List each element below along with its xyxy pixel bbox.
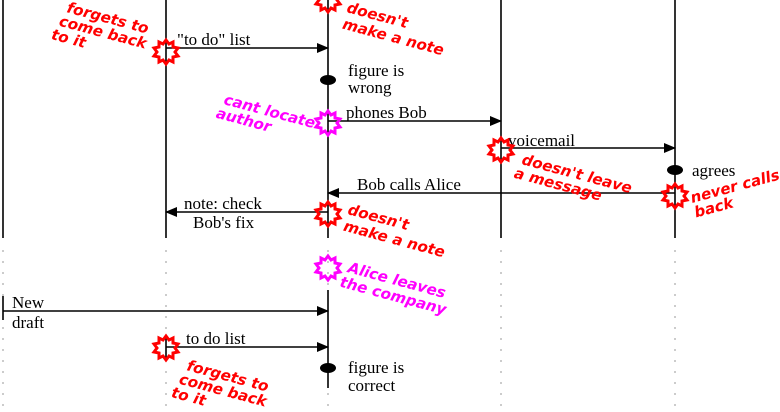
label-new-draft-2: draft <box>12 313 44 332</box>
anno-forgets: forgets to come back to it <box>49 0 150 53</box>
label-bob-calls-alice: Bob calls Alice <box>357 175 461 194</box>
label-note-check-2: Bob's fix <box>193 213 255 232</box>
label-agrees: agrees <box>692 161 735 180</box>
anno-doesnt-leave: doesn't leave a message <box>512 150 634 204</box>
anno-forgets-bottom: forgets to come back to it <box>169 356 270 410</box>
anno-alice-leaves: Alice leaves the company <box>338 258 449 319</box>
label-figure-wrong-2: wrong <box>348 78 392 97</box>
starburst-alice-leaves <box>314 254 342 282</box>
event-figure-correct <box>320 363 336 373</box>
label-voicemail: voicemail <box>508 131 575 150</box>
event-agrees <box>667 165 683 175</box>
label-note-check-1: note: check <box>184 194 262 213</box>
anno-cant-locate: cant locate author <box>214 90 317 136</box>
label-figure-wrong-1: figure is <box>348 61 404 80</box>
anno-top-doesnt: doesn't make a note <box>341 0 446 59</box>
label-phones-bob: phones Bob <box>346 103 427 122</box>
label-new-draft-1: New <box>12 293 45 312</box>
label-todo-list: to do list <box>186 329 246 348</box>
event-figure-wrong <box>320 75 336 85</box>
anno-doesnt-note: doesn't make a note <box>342 200 447 261</box>
label-figure-correct-1: figure is <box>348 358 404 377</box>
label-todo-quoted: "to do" list <box>177 30 251 49</box>
label-figure-correct-2: correct <box>348 376 395 395</box>
